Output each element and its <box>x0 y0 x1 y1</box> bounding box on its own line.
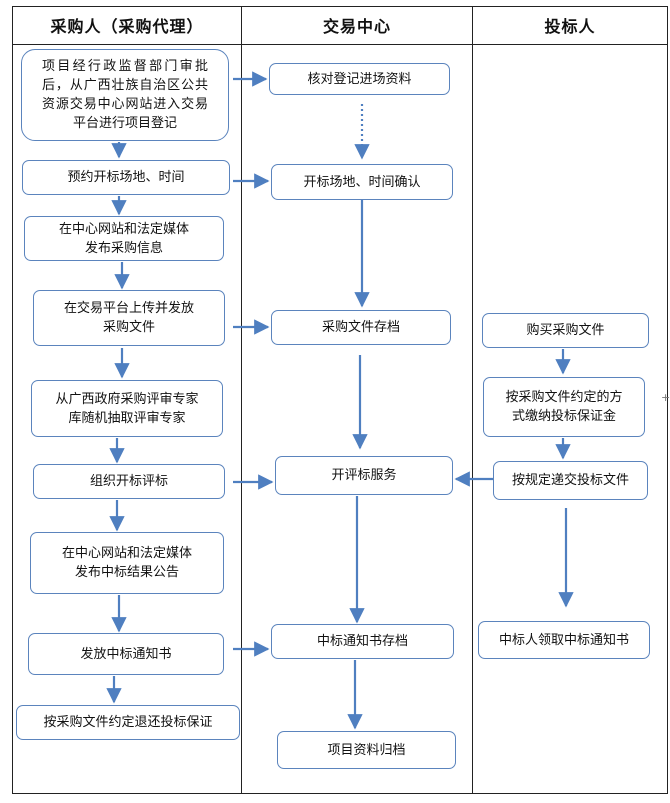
step-issue-award-letter: 发放中标通知书 <box>28 633 224 675</box>
edge-plus-mark: + <box>661 391 670 404</box>
cross-flow-arrows <box>233 71 493 657</box>
step-organize-bid-opening: 组织开标评标 <box>33 464 225 499</box>
step-confirm-venue: 开标场地、时间确认 <box>271 164 453 200</box>
step-archive-award-letter: 中标通知书存档 <box>271 624 454 659</box>
step-pay-bid-bond: 按采购文件约定的方 式缴纳投标保证金 <box>483 377 645 437</box>
step-project-registration: 项目经行政监督部门审批后，从广西壮族自治区公共资源交易中心网站进入交易平台进行项… <box>21 49 229 141</box>
step-upload-procurement-docs: 在交易平台上传并发放 采购文件 <box>33 290 225 346</box>
step-book-venue: 预约开标场地、时间 <box>22 160 230 195</box>
step-collect-award-letter: 中标人领取中标通知书 <box>478 621 650 659</box>
step-buy-procurement-docs: 购买采购文件 <box>482 313 649 348</box>
center-flow-arrows <box>347 104 370 730</box>
step-submit-bid: 按规定递交投标文件 <box>493 461 648 500</box>
header-trading-center: 交易中心 <box>322 17 391 36</box>
step-verify-registration: 核对登记进场资料 <box>269 63 450 95</box>
step-publish-procurement-info: 在中心网站和法定媒体 发布采购信息 <box>24 216 224 261</box>
step-refund-bid-bond: 按采购文件约定退还投标保证 <box>16 705 240 740</box>
purchaser-flow-arrows <box>106 142 130 704</box>
step-archive-procurement-docs: 采购文件存档 <box>271 310 451 345</box>
step-archive-project-files: 项目资料归档 <box>277 731 456 769</box>
step-draw-review-experts: 从广西政府采购评审专家 库随机抽取评审专家 <box>31 380 223 437</box>
header-bidder: 投标人 <box>544 17 596 36</box>
bidder-flow-arrows <box>555 349 574 608</box>
step-publish-award-notice: 在中心网站和法定媒体 发布中标结果公告 <box>30 532 224 594</box>
table-grid <box>12 6 668 794</box>
step-bid-opening-service: 开评标服务 <box>275 456 453 495</box>
header-purchaser: 采购人（采购代理） <box>50 17 204 36</box>
